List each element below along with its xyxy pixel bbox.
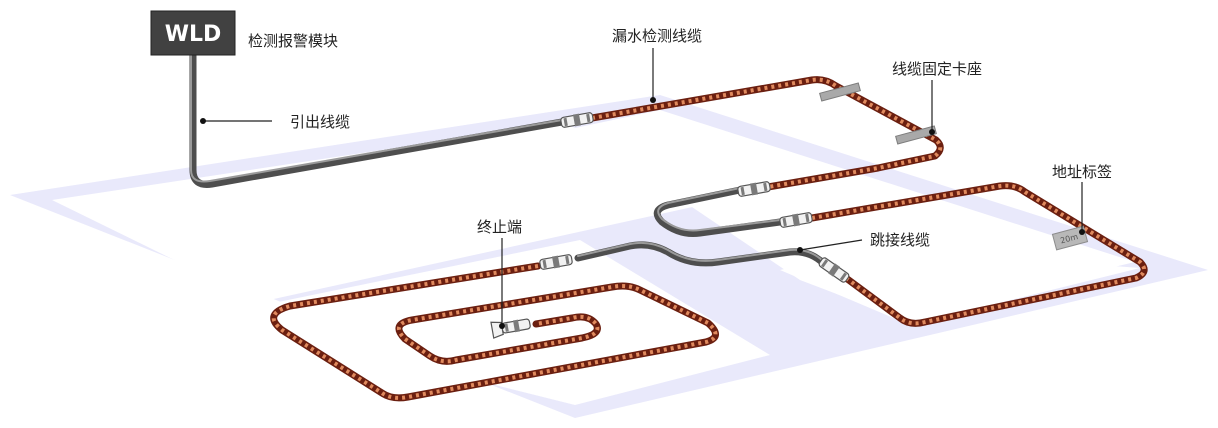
jumper-cable-callout: 跳接线缆: [797, 231, 930, 253]
module-name: WLD: [165, 22, 222, 47]
jumper-cable-1: [653, 186, 784, 237]
jumper-cable-label: 跳接线缆: [870, 231, 930, 249]
jumper-cable-2: [574, 241, 828, 268]
wld-module: WLD: [150, 10, 236, 56]
connector-jumper-to-section3: [539, 254, 573, 270]
address-tag: 20m: [1051, 225, 1089, 251]
lead-cable-label: 引出线缆: [290, 113, 350, 131]
connector-section2-to-jumper: [818, 257, 850, 283]
sensing-cable-section-1: [588, 76, 944, 191]
connector-jumper-to-section2: [779, 212, 813, 228]
sensing-cable-section-2: [808, 182, 1148, 327]
lead-cable: [189, 51, 566, 188]
connector-lead-to-sensing: [560, 112, 594, 128]
sensing-cable-callout: 漏水检测线缆: [612, 27, 702, 103]
sensing-cable-label: 漏水检测线缆: [612, 27, 702, 45]
lead-cable-callout: 引出线缆: [200, 113, 350, 131]
terminator-callout: 终止端: [477, 218, 522, 329]
sensing-cable-section-3: [270, 262, 719, 402]
connector-section1-to-jumper: [737, 181, 771, 197]
address-tag-label: 地址标签: [1052, 163, 1112, 181]
cable-clip-1: [819, 82, 861, 102]
module-label: 检测报警模块: [248, 32, 338, 50]
address-tag-callout: 地址标签: [1052, 163, 1112, 235]
terminator-label: 终止端: [477, 218, 522, 236]
cable-clip-callout: 线缆固定卡座: [892, 60, 982, 135]
cable-clip-2: [895, 125, 937, 145]
cable-clip-label: 线缆固定卡座: [892, 60, 982, 78]
